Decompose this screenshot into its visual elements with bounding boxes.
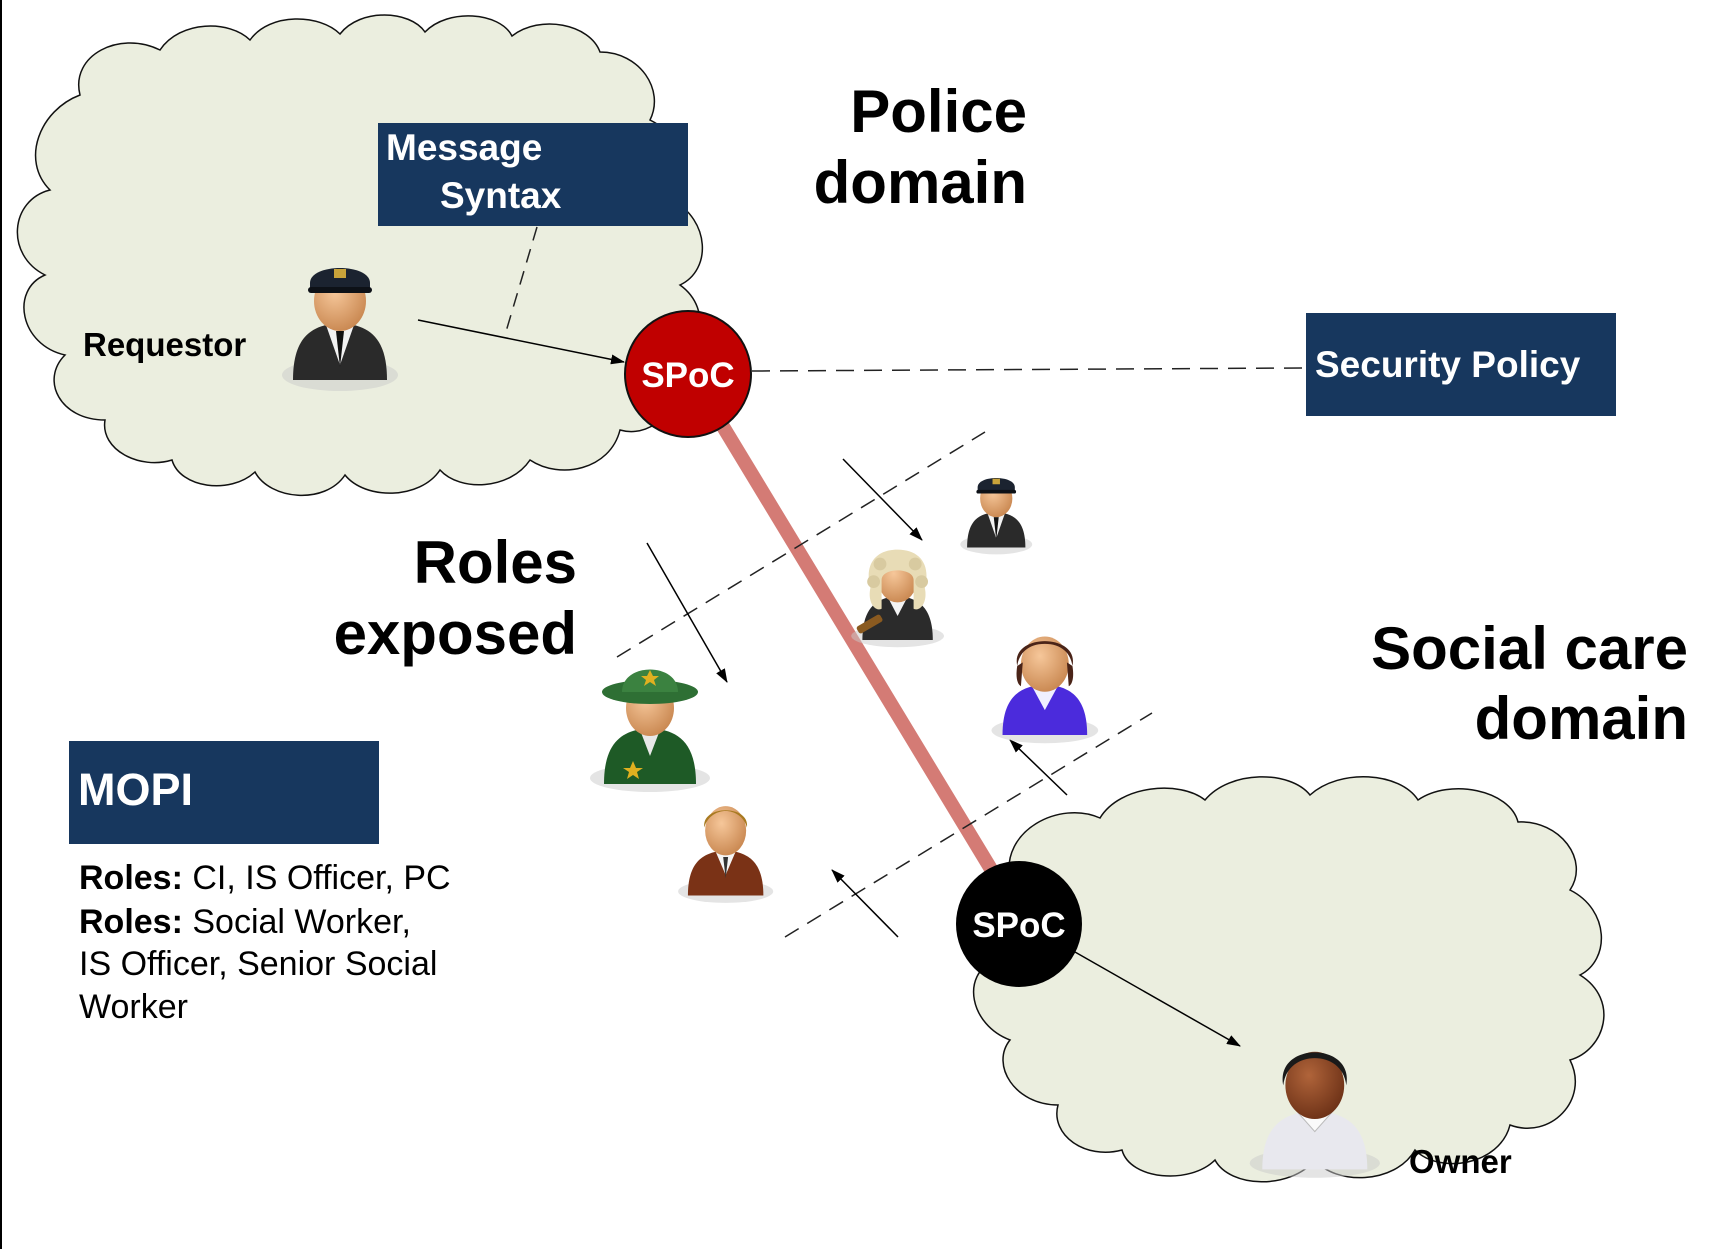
roles-boundary-upper [616, 431, 986, 658]
owner-label: Owner [1409, 1143, 1512, 1180]
businessman-icon [678, 806, 774, 903]
roles-arrow-out-lower [831, 869, 899, 938]
roles-arrow-out-right [1009, 739, 1068, 796]
social-domain-title-line2: domain [1475, 685, 1688, 752]
message-syntax-line2: Syntax [440, 175, 562, 216]
roles-arrow-in-upper [842, 458, 923, 541]
left-border [0, 0, 2, 1249]
roles-text-4: Worker [79, 988, 188, 1026]
requestor-label: Requestor [83, 326, 246, 363]
mopi-label: MOPI [78, 764, 193, 815]
security-policy-connector [751, 367, 1303, 372]
roles-text-3: IS Officer, Senior Social [79, 945, 437, 983]
roles-boundary-lower [784, 712, 1153, 938]
spoc-social-label: SPoC [972, 906, 1065, 945]
roles-label-1: Roles: [79, 859, 183, 897]
female-social-worker-icon [991, 636, 1099, 744]
roles-text-2: Social Worker, [183, 903, 411, 941]
roles-text-1: CI, IS Officer, PC [183, 859, 451, 897]
roles-exposed-line2: exposed [334, 600, 577, 667]
message-syntax-box: Message Syntax [378, 123, 688, 226]
message-syntax-connector [504, 226, 538, 336]
message-syntax-line1: Message [386, 127, 542, 168]
owner-icon [1249, 1051, 1380, 1178]
spoc-police-node[interactable]: SPoC [624, 310, 752, 438]
roles-label-2: Roles: [79, 903, 183, 941]
security-policy-box: Security Policy [1306, 313, 1616, 416]
police-domain-title-line2: domain [814, 149, 1027, 216]
police-officer-icon [960, 478, 1033, 555]
police-officer-icon [282, 268, 398, 391]
mopi-box: MOPI [69, 741, 379, 844]
owner-arrow [1074, 951, 1241, 1047]
requestor-arrow [417, 319, 625, 365]
police-domain-cloud [16, 14, 703, 496]
svg-text:Roles: Social Worker,: Roles: Social Worker, [79, 903, 411, 941]
svg-text:Roles: CI, IS Officer, PC: Roles: CI, IS Officer, PC [79, 859, 451, 897]
social-domain-title-line1: Social care [1371, 615, 1688, 682]
social-domain-cloud [971, 776, 1605, 1183]
roles-arrow-in-left [646, 542, 728, 683]
security-policy-label: Security Policy [1315, 344, 1581, 385]
spoc-link [684, 368, 1026, 921]
roles-exposed-line1: Roles [414, 529, 577, 596]
mopi-roles-text: Roles: CI, IS Officer, PC Roles: Social … [79, 859, 451, 1026]
sheriff-icon [590, 669, 710, 792]
police-domain-title-line1: Police [850, 78, 1027, 145]
judge-icon [851, 549, 944, 648]
spoc-social-node[interactable]: SPoC [956, 861, 1082, 987]
spoc-police-label: SPoC [641, 356, 734, 395]
